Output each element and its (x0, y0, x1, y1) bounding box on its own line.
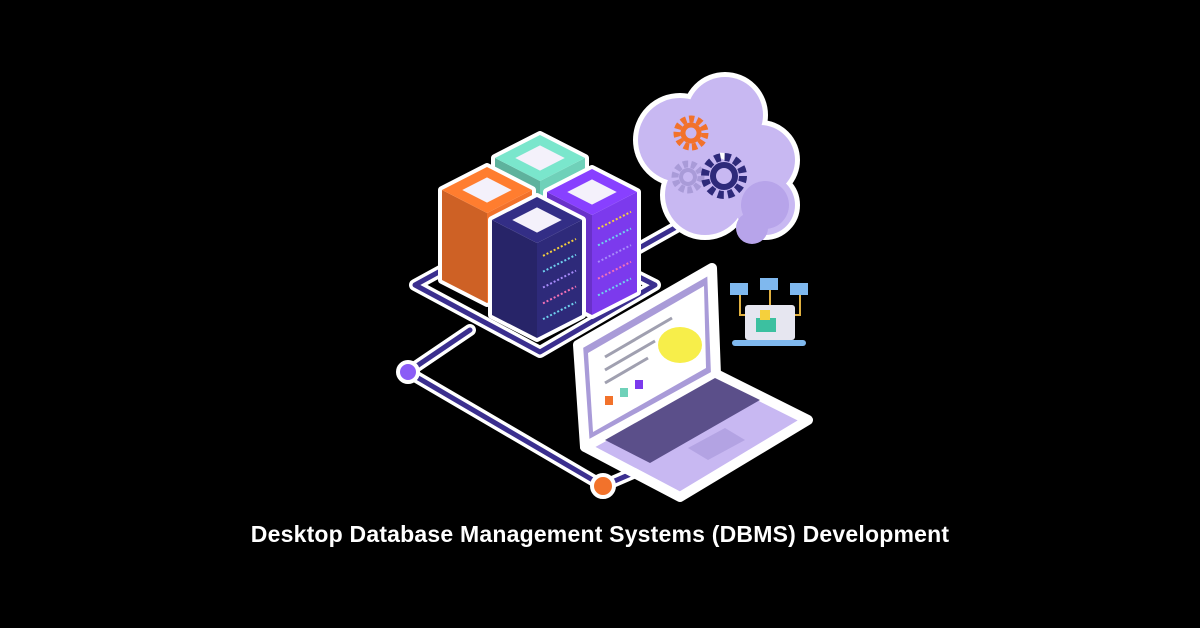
keyboard (605, 378, 760, 463)
laptop-icon (573, 263, 813, 502)
page-title: Desktop Database Management Systems (DBM… (250, 521, 950, 547)
node-dot-purple (396, 360, 420, 384)
cloud-screen-icon (658, 327, 702, 363)
gear-icon (701, 153, 747, 199)
touchpad (688, 428, 745, 460)
server-racks (438, 131, 641, 342)
cloud-icon (633, 72, 800, 244)
gear-icon (673, 115, 709, 151)
network-folder-icon (730, 278, 808, 346)
node-dot-orange (590, 473, 616, 499)
gear-icon (671, 160, 705, 194)
server-rack-navy (488, 193, 586, 342)
